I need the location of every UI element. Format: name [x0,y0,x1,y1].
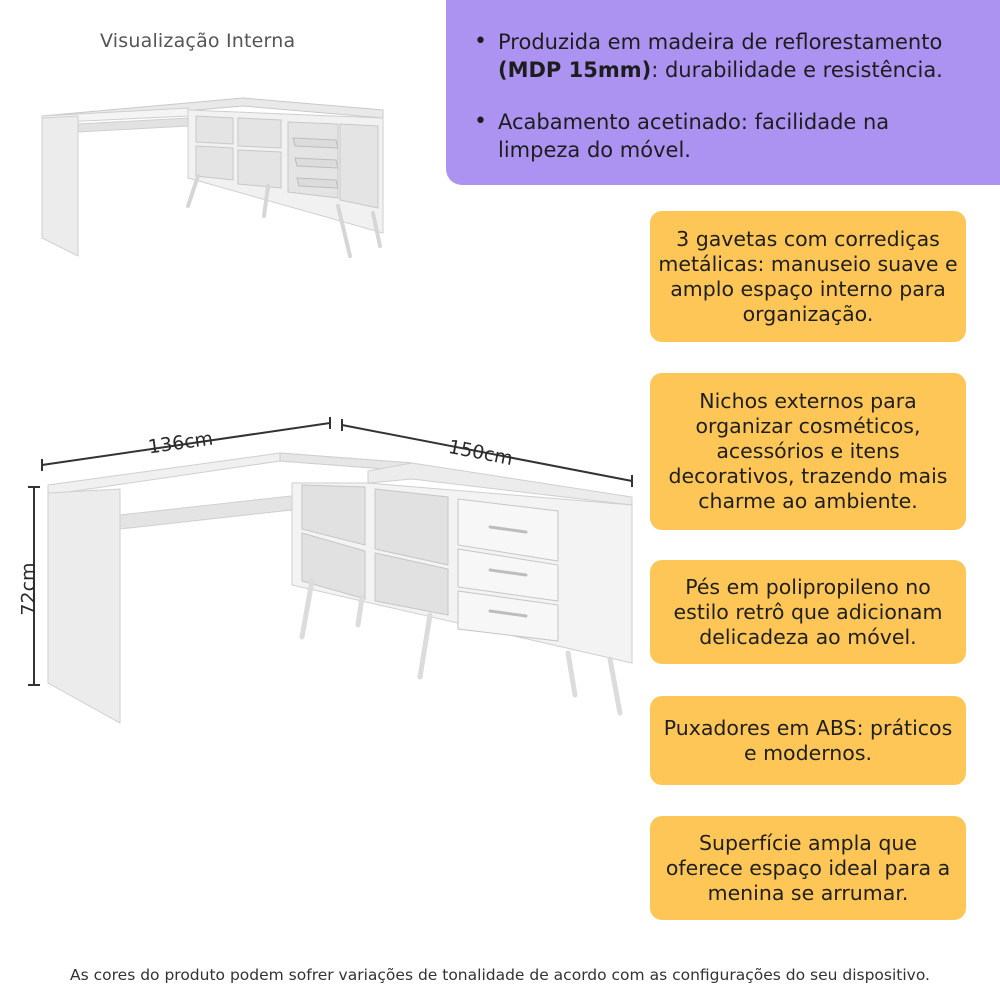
feature-card-drawers: 3 gavetas com corrediças metálicas: manu… [650,211,966,342]
dimension-label-72: 72cm [17,562,40,616]
feature-item: Acabamento acetinado: facilidade na limp… [474,108,976,164]
feature-mdp-bold: (MDP 15mm) [498,58,652,82]
internal-view-title: Visualização Interna [100,30,296,52]
feature-card-legs: Pés em polipropileno no estilo retrô que… [650,560,966,664]
feature-card-handles: Puxadores em ABS: práticos e modernos. [650,696,966,785]
desk-dimension-illustration [28,417,633,724]
feature-card-surface: Superfície ampla que oferece espaço idea… [650,816,966,920]
internal-view-illustration [41,97,384,258]
feature-card-text: Nichos externos para organizar cosmético… [668,389,948,513]
features-panel: Produzida em madeira de reflorestamento … [446,0,1000,185]
color-disclaimer: As cores do produto podem sofrer variaçõ… [70,966,930,984]
feature-item: Produzida em madeira de reflorestamento … [474,28,976,84]
dimension-lines [28,417,633,686]
feature-durability-text: : durabilidade e resistência. [651,58,943,82]
feature-card-text: 3 gavetas com corrediças metálicas: manu… [658,226,958,326]
feature-card-text: Superfície ampla que oferece espaço idea… [665,830,951,905]
feature-finish-text: Acabamento acetinado: facilidade na limp… [498,110,890,162]
feature-card-text: Puxadores em ABS: práticos e modernos. [663,715,953,765]
feature-card-text: Pés em polipropileno no estilo retrô que… [673,574,943,649]
feature-card-niches: Nichos externos para organizar cosmético… [650,373,966,530]
feature-wood-text: Produzida em madeira de reflorestamento [498,30,943,54]
